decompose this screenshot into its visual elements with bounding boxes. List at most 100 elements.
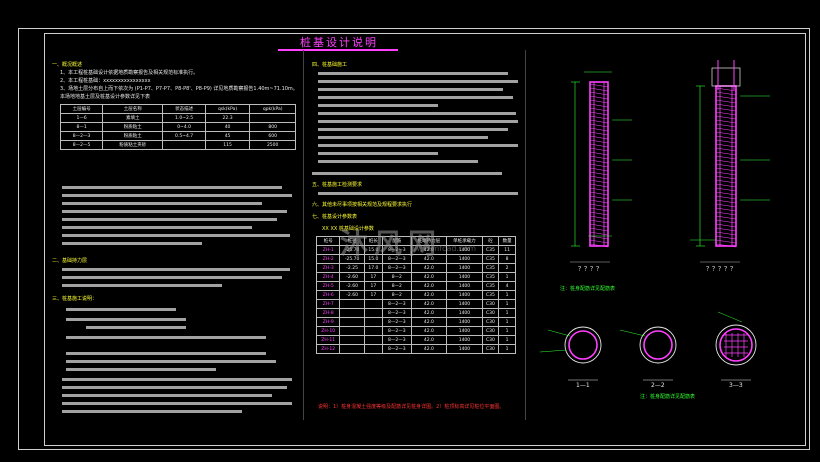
spiral-tie: [715, 127, 737, 132]
section-3-3: [715, 311, 757, 381]
spiral-tie: [715, 87, 737, 92]
note-line: 本场地地基土层及桩基设计参数详见下表: [60, 94, 151, 100]
drawing-title: 桩基设计说明: [300, 36, 378, 49]
spiral-tie: [715, 239, 737, 244]
spiral-tie: [715, 207, 737, 212]
table-cell: 8—2—5: [59, 140, 104, 150]
text-line: [318, 120, 518, 123]
spiral-tie: [715, 155, 737, 160]
spiral-tie: [589, 243, 609, 248]
spiral-tie: [715, 139, 737, 144]
spiral-tie: [589, 147, 609, 152]
spiral-tie: [715, 103, 737, 108]
spiral-tie: [715, 227, 737, 232]
table-cell: [162, 140, 206, 150]
text-line: [66, 308, 176, 311]
spiral-tie: [589, 231, 609, 236]
spiral-tie: [589, 139, 609, 144]
text-line: [62, 402, 292, 405]
spiral-tie: [715, 191, 737, 196]
table-cell: [339, 344, 365, 354]
text-line: [62, 394, 272, 397]
text-line: [62, 378, 292, 381]
spiral-tie: [715, 231, 737, 236]
spiral-tie: [715, 151, 737, 156]
text-line: [62, 218, 277, 221]
table-cell: [363, 344, 383, 354]
spiral-tie: [715, 111, 737, 116]
text-line: [318, 72, 508, 75]
spiral-tie: [589, 107, 609, 112]
column-divider: [303, 50, 304, 420]
note-line: 3、场地土层分布自上而下依次为 (P1-P7、P7-P7、P8-P8'、P8-P…: [60, 86, 298, 92]
section-heading: 三、桩基施工说明：: [52, 296, 98, 302]
spiral-tie: [589, 115, 609, 120]
column-divider: [525, 50, 526, 420]
spiral-tie: [715, 203, 737, 208]
note-line: 1、本工程桩基础设计依据地质勘察报告及相关规范标准执行。: [60, 70, 199, 76]
text-line: [86, 326, 186, 329]
text-line: [318, 88, 503, 91]
text-line: [62, 226, 252, 229]
spiral-tie: [589, 91, 609, 96]
section-heading: 七、桩基设计参数表: [312, 214, 358, 220]
spiral-tie: [715, 115, 737, 120]
spiral-tie: [715, 135, 737, 140]
spiral-tie: [589, 199, 609, 204]
spiral-tie: [589, 95, 609, 100]
spiral-tie: [589, 151, 609, 156]
section-2-2: [619, 326, 677, 381]
spiral-tie: [589, 167, 609, 172]
text-line: [62, 210, 287, 213]
spiral-tie: [589, 171, 609, 176]
spiral-tie: [589, 127, 609, 132]
spiral-tie: [589, 163, 609, 168]
table-cell: 1400: [446, 344, 483, 354]
text-line: [62, 268, 290, 271]
spiral-tie: [589, 207, 609, 212]
spiral-tie: [589, 123, 609, 128]
table-footnote: 说明：1）桩身混凝土强度等级及配筋详见桩身详图。2）桩顶标高详见桩位平面图。: [318, 404, 505, 410]
spiral-tie: [589, 211, 609, 216]
spiral-tie: [715, 211, 737, 216]
spiral-tie: [589, 103, 609, 108]
spiral-tie: [589, 87, 609, 92]
section-heading: 五、桩基施工检测要求: [312, 182, 363, 188]
table-cell: 1: [498, 344, 516, 354]
spiral-tie: [715, 219, 737, 224]
spiral-tie: [715, 199, 737, 204]
text-line: [62, 242, 202, 245]
note-line: 2、本工程桩基础：xxxxxxxxxxxxxxxx: [60, 78, 151, 84]
spiral-tie: [589, 159, 609, 164]
spiral-tie: [589, 135, 609, 140]
watermark: 沐风网: [340, 227, 443, 260]
spiral-tie: [589, 195, 609, 200]
text-line: [62, 234, 290, 237]
spiral-tie: [589, 235, 609, 240]
pile-1-caption: ？？？？: [578, 266, 603, 273]
spiral-tie: [715, 187, 737, 192]
spiral-tie: [589, 131, 609, 136]
spiral-tie: [589, 111, 609, 116]
text-line: [318, 104, 438, 107]
text-line: [318, 160, 478, 163]
spiral-tie: [589, 203, 609, 208]
text-line: [318, 144, 518, 147]
spiral-tie: [715, 183, 737, 188]
table-caption: XX XX 桩基础设计参数: [322, 226, 374, 232]
spiral-tie: [715, 175, 737, 180]
title-underline: [278, 49, 398, 51]
inner-frame: [44, 33, 806, 446]
detail-note: 注：桩身配筋详见配筋表: [560, 286, 616, 292]
spiral-tie: [589, 119, 609, 124]
